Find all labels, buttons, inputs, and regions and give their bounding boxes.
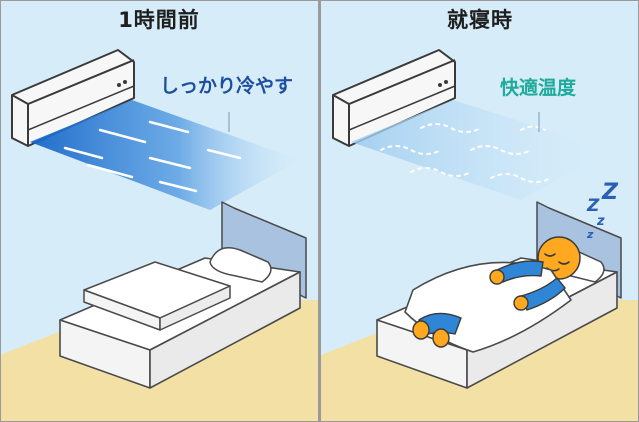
cold-airflow xyxy=(30,100,300,210)
panel-title: 1時間前 xyxy=(118,8,200,32)
sleep-mark: z xyxy=(597,214,605,229)
air-conditioner xyxy=(332,49,456,147)
air-conditioner xyxy=(11,49,135,147)
sleep-mark: z xyxy=(587,228,594,241)
sleep-mark: Z xyxy=(587,196,600,216)
comfort-caption: 快適温度 xyxy=(500,77,577,99)
folded-blanket xyxy=(83,261,231,331)
pajama-arms xyxy=(489,260,566,311)
pajama-feet xyxy=(412,312,462,348)
gentle-airflow xyxy=(351,100,611,200)
airflow-waves xyxy=(380,123,552,183)
sleep-mark: Z xyxy=(602,180,618,205)
airflow-lines xyxy=(63,120,242,193)
airflow-caption: しっかり冷やす xyxy=(160,75,294,97)
panel-divider xyxy=(318,0,321,422)
left-scene xyxy=(0,0,318,422)
panel-title: 就寝時 xyxy=(447,8,513,32)
pillow xyxy=(209,247,272,283)
panel-one-hour-before: 1時間前 しっかり冷やす xyxy=(0,0,318,422)
panel-bedtime: 就寝時 快適温度 Z Z z z xyxy=(321,0,639,422)
right-scene xyxy=(321,0,639,422)
